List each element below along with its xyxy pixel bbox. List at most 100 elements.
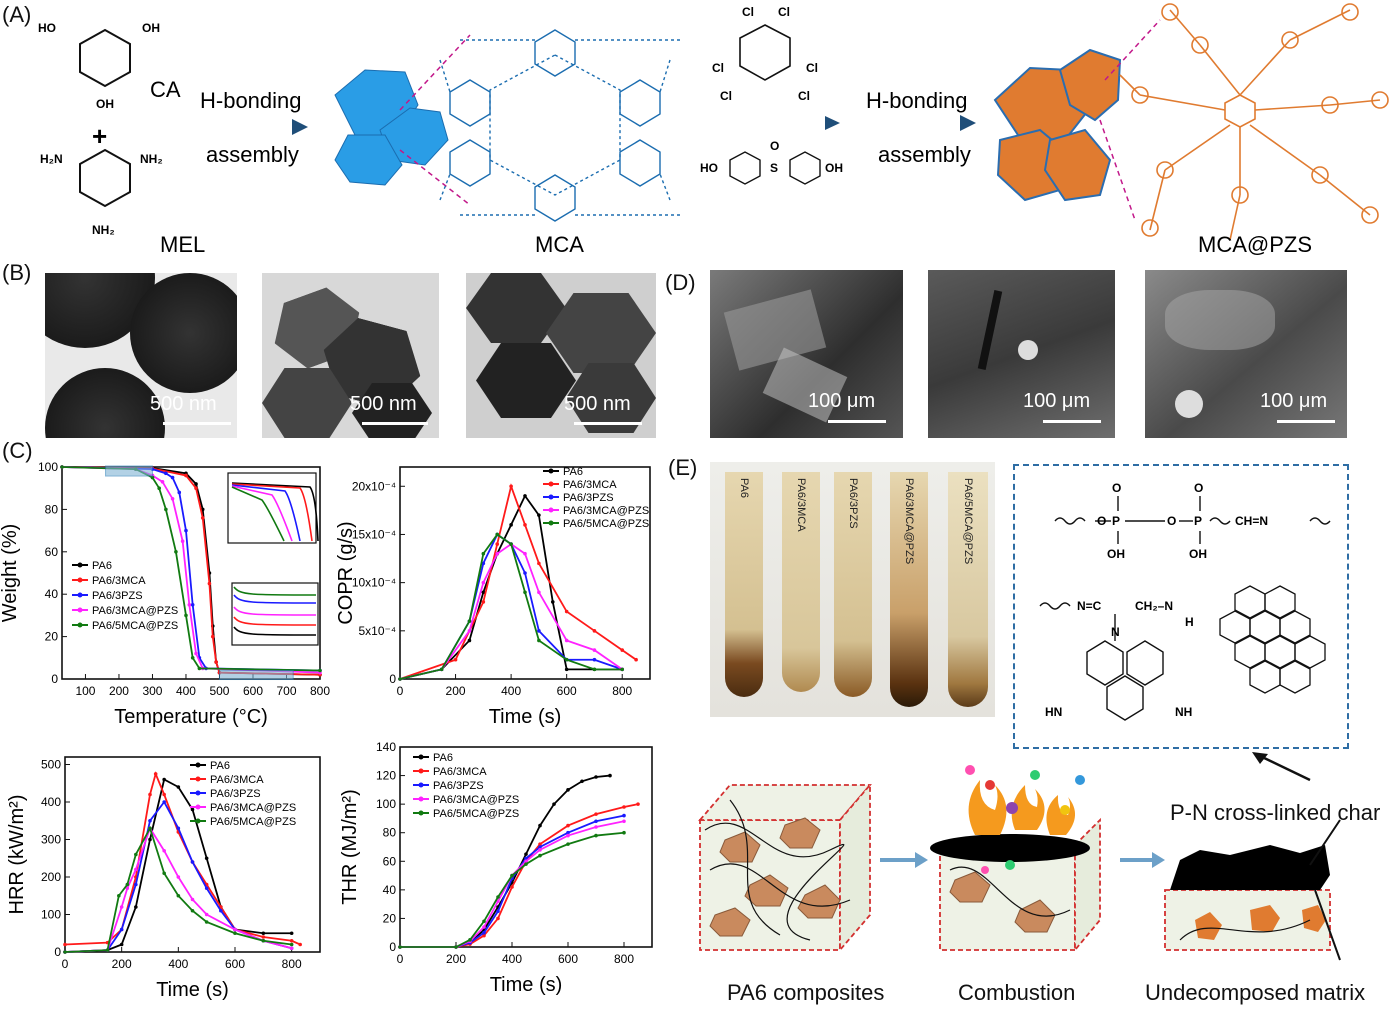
cube-pa6-composites — [698, 782, 872, 953]
series-point — [190, 656, 195, 660]
tga-inset-top-line — [231, 485, 293, 542]
chem-e-o1: O — [1097, 514, 1106, 528]
series-point — [184, 473, 188, 478]
series-line-3 — [61, 466, 321, 672]
series-point — [194, 486, 198, 490]
series-point — [496, 895, 500, 899]
series-point — [509, 484, 513, 489]
sem-image-3: 100 μm — [1145, 270, 1347, 438]
legend-label: PA6/3MCA — [92, 575, 146, 587]
legend-label: PA6/5MCA@PZS — [563, 518, 649, 530]
series-point — [134, 867, 138, 872]
legend-label: PA6/3MCA@PZS — [563, 505, 649, 517]
mca-pzs-label: MCA@PZS — [1198, 232, 1312, 255]
panel-label-e: (E) — [668, 455, 698, 480]
series-point — [153, 772, 158, 776]
series-point — [176, 826, 181, 831]
panel-label-a: (A) — [2, 2, 32, 27]
chem-nh2-1: NH₂ — [140, 152, 163, 166]
legend-marker — [418, 754, 424, 760]
series-point — [622, 819, 626, 824]
x-tick-label: 600 — [557, 684, 577, 698]
schematic-arrow-1-head — [915, 852, 928, 868]
series-point — [537, 629, 541, 633]
legend-label: PA6 — [563, 466, 583, 478]
y-tick-label: 300 — [41, 833, 61, 847]
series-point — [134, 882, 138, 887]
y-tick-label: 140 — [376, 740, 396, 754]
legend-marker — [548, 481, 554, 487]
series-point — [592, 629, 597, 633]
chem-oh1: OH — [142, 21, 160, 35]
series-line-2 — [400, 803, 639, 948]
y-tick-label: 80 — [45, 502, 59, 516]
legend-marker — [548, 520, 554, 526]
series-point — [176, 893, 181, 898]
series-point — [184, 613, 188, 618]
y-axis-label: HRR (kW/m²) — [6, 795, 28, 915]
x-tick-label: 600 — [558, 952, 578, 966]
legend-marker — [418, 768, 424, 774]
series-point — [566, 833, 570, 838]
series-point — [261, 938, 266, 943]
series-point — [117, 893, 121, 898]
chem-e-oh1: OH — [1107, 547, 1125, 561]
arrow2b-head — [960, 115, 976, 131]
caption-undecomposed-matrix: Undecomposed matrix — [1145, 980, 1366, 1005]
tem-image-mel: 500 nm — [45, 273, 237, 438]
series-line-1 — [399, 494, 623, 680]
tga-inset-top-line — [231, 483, 313, 542]
x-axis-label: Time (s) — [156, 979, 229, 1001]
y-tick-label: 0 — [51, 672, 58, 686]
legend-marker — [418, 782, 424, 788]
caption-combustion: Combustion — [958, 980, 1076, 1005]
series-point — [174, 550, 178, 554]
sample-strip-4 — [890, 472, 928, 707]
legend-label: PA6/3PZS — [210, 788, 261, 800]
chem-e-n-c: N=C — [1077, 599, 1102, 613]
chem-e-ch-n: CH=N — [1235, 514, 1268, 528]
legend-label: PA6/3PZS — [92, 590, 143, 602]
scale-text-d2: 100 μm — [1023, 390, 1091, 412]
series-point — [481, 600, 486, 604]
chem-oh2: OH — [96, 97, 114, 111]
chem-cl5: Cl — [720, 89, 732, 103]
caption-pa6-composites: PA6 composites — [727, 980, 885, 1005]
panel-label-b: (B) — [2, 260, 32, 285]
legend-marker — [548, 507, 554, 513]
chem-cl2: Cl — [778, 5, 790, 19]
legend-label: PA6/3MCA — [210, 774, 264, 786]
legend-marker — [77, 607, 83, 613]
series-point — [482, 933, 486, 938]
x-tick-label: 400 — [176, 684, 196, 698]
ca-label: CA — [150, 77, 181, 102]
melamine-structure: H₂N NH₂ NH₂ — [40, 148, 163, 237]
series-point — [509, 523, 513, 527]
series-point — [119, 927, 124, 932]
plot-frame — [61, 466, 321, 680]
tga-inset-bottom-line — [233, 594, 317, 604]
scale-bar-d2 — [1043, 420, 1101, 423]
series-point — [481, 580, 486, 585]
legend-label: PA6/3MCA@PZS — [210, 802, 296, 814]
bisphenol-s-structure: HO S O OH — [700, 139, 843, 185]
series-point — [482, 919, 486, 924]
series-point — [482, 930, 486, 935]
series-point — [170, 497, 175, 501]
arrow2-bottom-label: assembly — [878, 142, 971, 167]
sample-label-5: PA6/5MCA@PZS — [962, 478, 974, 565]
series-point — [148, 826, 152, 831]
series-point — [197, 666, 202, 671]
scale-text-b1: 500 nm — [150, 393, 217, 415]
hccp-structure: Cl Cl Cl Cl Cl Cl — [712, 5, 818, 103]
legend-marker — [195, 804, 201, 810]
scale-text-b2: 500 nm — [350, 393, 417, 415]
cyanuric-acid-structure: HO OH OH — [38, 21, 160, 111]
legend-marker — [77, 622, 83, 628]
series-point — [150, 475, 155, 480]
series-point — [594, 833, 598, 838]
series-point — [207, 581, 212, 586]
series-point — [261, 931, 266, 936]
x-tick-label: 0 — [397, 952, 404, 966]
series-point — [289, 938, 294, 943]
